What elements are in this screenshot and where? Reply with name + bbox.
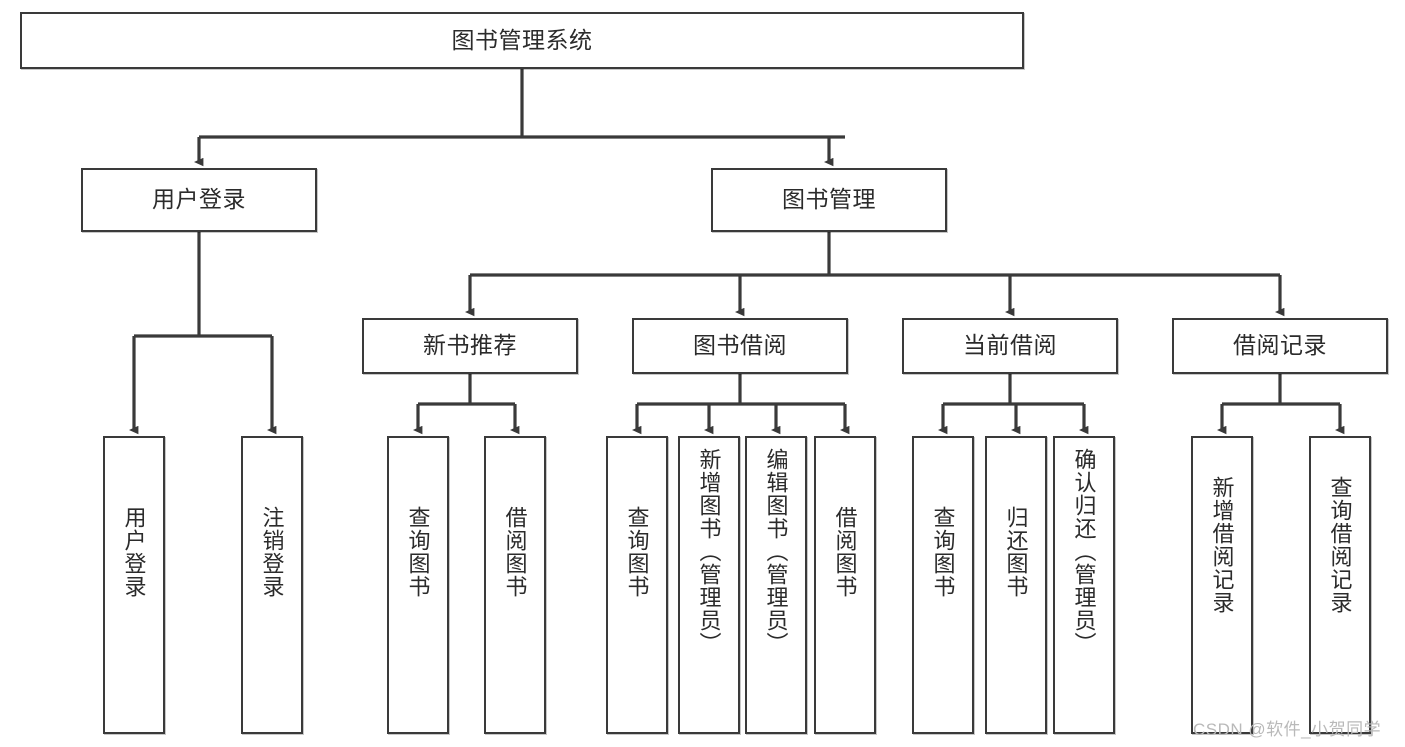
node-leaf-query-book-3[interactable]: 查询图书 xyxy=(912,436,974,734)
node-leaf-user-logout-label: 注销登录 xyxy=(259,506,285,598)
node-current-borrow-label: 当前借阅 xyxy=(963,332,1057,359)
node-leaf-return-book-label: 归还图书 xyxy=(1003,506,1029,598)
node-leaf-borrow-book-2[interactable]: 借阅图书 xyxy=(814,436,876,734)
node-new-book-recommend-label: 新书推荐 xyxy=(423,332,517,359)
node-root-label: 图书管理系统 xyxy=(451,26,593,53)
node-leaf-user-login[interactable]: 用户登录 xyxy=(103,436,165,734)
node-leaf-user-logout[interactable]: 注销登录 xyxy=(241,436,303,734)
node-leaf-add-book[interactable]: 新增图书（管理员） xyxy=(678,436,740,734)
node-leaf-confirm-return[interactable]: 确认归还（管理员） xyxy=(1053,436,1115,734)
node-leaf-borrow-book-1-label: 借阅图书 xyxy=(502,506,528,598)
node-leaf-add-borrow-record-label: 新增借阅记录 xyxy=(1209,476,1235,614)
node-leaf-query-book-1[interactable]: 查询图书 xyxy=(387,436,449,734)
node-borrow-record[interactable]: 借阅记录 xyxy=(1172,318,1388,374)
node-leaf-query-book-2[interactable]: 查询图书 xyxy=(606,436,668,734)
node-leaf-borrow-book-2-label: 借阅图书 xyxy=(832,506,858,598)
node-new-book-recommend[interactable]: 新书推荐 xyxy=(362,318,578,374)
node-user-login-label: 用户登录 xyxy=(152,186,246,213)
csdn-watermark: CSDN @软件_小贺同学 xyxy=(1193,720,1382,739)
node-user-login[interactable]: 用户登录 xyxy=(81,168,317,232)
node-book-borrow[interactable]: 图书借阅 xyxy=(632,318,848,374)
node-book-management[interactable]: 图书管理 xyxy=(711,168,947,232)
node-leaf-edit-book[interactable]: 编辑图书（管理员） xyxy=(745,436,807,734)
node-leaf-add-borrow-record[interactable]: 新增借阅记录 xyxy=(1191,436,1253,734)
node-leaf-query-borrow-record[interactable]: 查询借阅记录 xyxy=(1309,436,1371,734)
node-leaf-confirm-return-label: 确认归还（管理员） xyxy=(1071,448,1097,655)
node-borrow-record-label: 借阅记录 xyxy=(1233,332,1327,359)
node-leaf-return-book[interactable]: 归还图书 xyxy=(985,436,1047,734)
node-leaf-borrow-book-1[interactable]: 借阅图书 xyxy=(484,436,546,734)
node-leaf-query-book-2-label: 查询图书 xyxy=(624,506,650,598)
node-book-management-label: 图书管理 xyxy=(782,186,876,213)
node-leaf-add-book-label: 新增图书（管理员） xyxy=(696,448,722,655)
node-book-borrow-label: 图书借阅 xyxy=(693,332,787,359)
node-leaf-edit-book-label: 编辑图书（管理员） xyxy=(763,448,789,655)
node-leaf-query-book-3-label: 查询图书 xyxy=(930,506,956,598)
node-current-borrow[interactable]: 当前借阅 xyxy=(902,318,1118,374)
node-leaf-user-login-label: 用户登录 xyxy=(121,506,147,598)
node-root[interactable]: 图书管理系统 xyxy=(20,12,1024,69)
node-leaf-query-borrow-record-label: 查询借阅记录 xyxy=(1327,476,1353,614)
node-leaf-query-book-1-label: 查询图书 xyxy=(405,506,431,598)
